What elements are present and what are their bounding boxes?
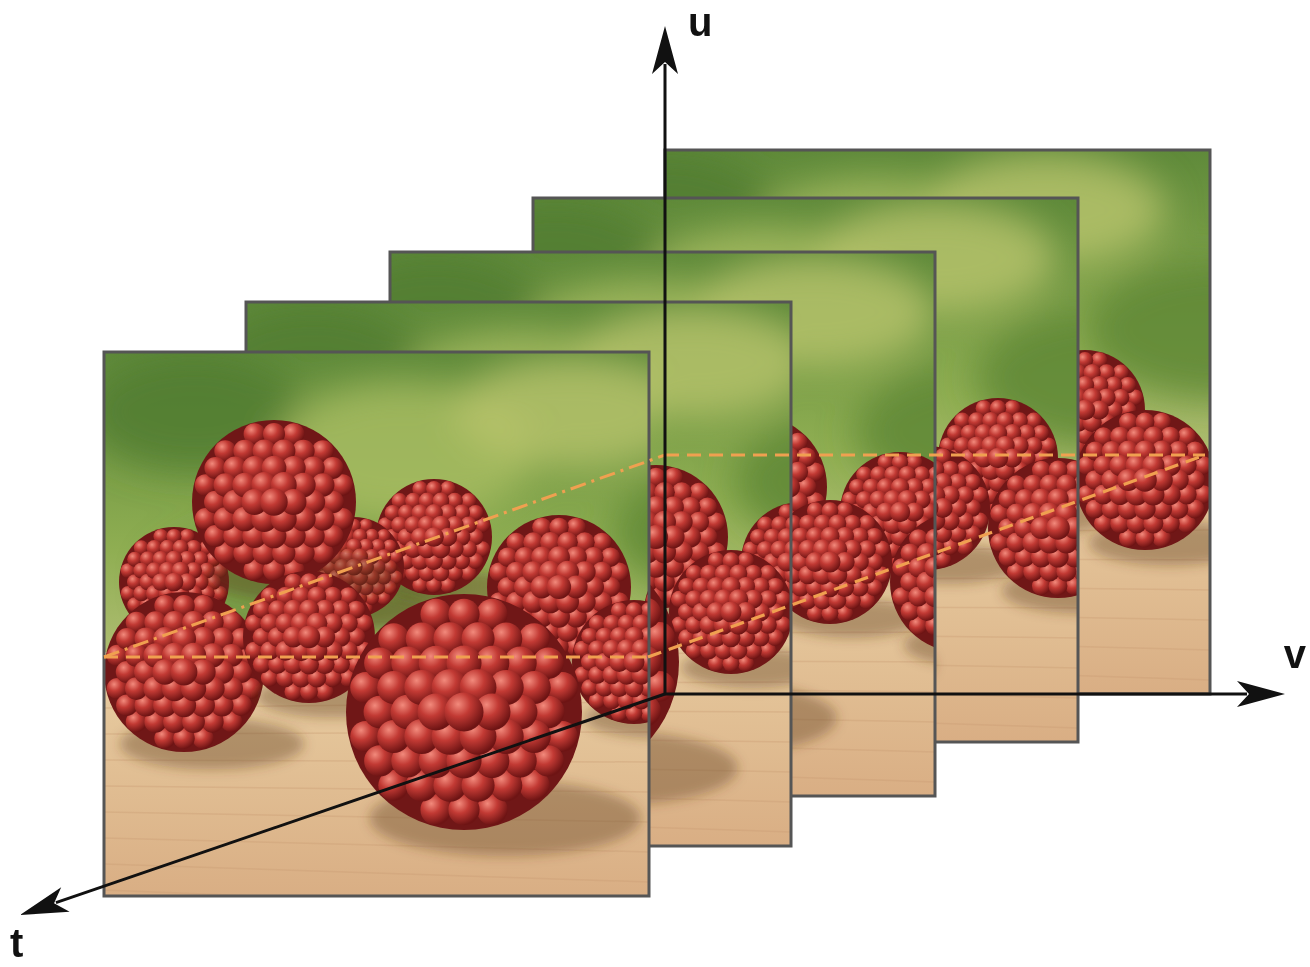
berry-body [1075,410,1210,550]
drupelet [890,502,910,522]
berry-body [890,512,935,652]
foliage-blur [976,308,1079,448]
foliage-blur [855,362,935,502]
drupelet [924,557,935,578]
berry-body [768,500,892,624]
drupelet [721,602,742,623]
drupelet [777,552,791,571]
foliage-blur [1085,260,1210,400]
drupelet [820,552,841,573]
drupelet [1046,516,1070,540]
drupelet [924,586,935,607]
foliage-blur [734,412,792,552]
drupelet [988,448,1008,468]
